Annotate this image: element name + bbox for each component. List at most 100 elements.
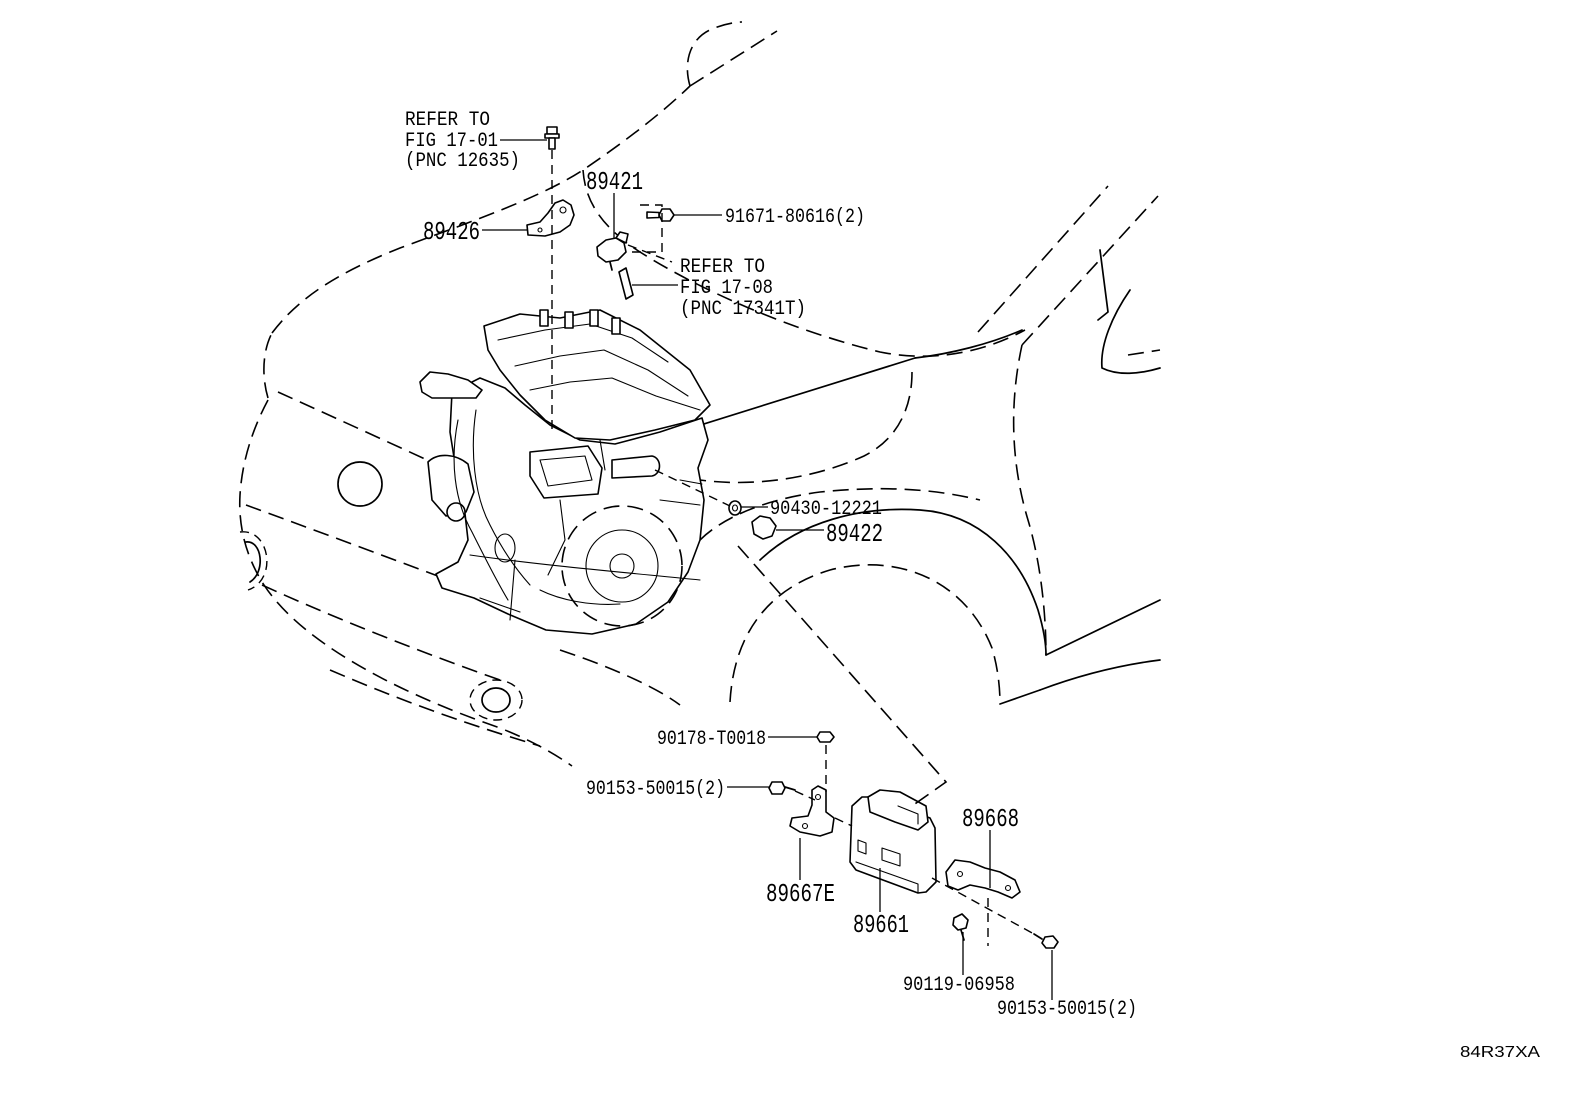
part-89426-bracket — [526, 199, 575, 237]
bolt-head — [658, 208, 675, 222]
timing-cover-edge — [472, 409, 531, 586]
emblem — [337, 461, 383, 507]
bracket-hole — [956, 870, 964, 878]
assembly-line — [794, 790, 816, 801]
callout-90178-t0018[interactable]: 90178-T0018 — [657, 728, 766, 751]
bracket-hole — [537, 227, 543, 233]
wheel-arch-outer — [759, 508, 1047, 656]
hood-left-edge — [263, 332, 273, 399]
throttle-body-bore — [539, 455, 593, 487]
callout-89421[interactable]: 89421 — [586, 167, 643, 197]
engine-detail-line — [547, 499, 566, 576]
ecu-label — [881, 847, 901, 867]
figure-code: 84R37XA — [1460, 1044, 1540, 1061]
callout-89422[interactable]: 89422 — [826, 519, 883, 549]
hood-top-edge — [271, 85, 691, 334]
callout-90430-12221[interactable]: 90430-12221 — [770, 498, 882, 521]
part-90430-12221-gasket — [728, 500, 742, 516]
callout-89668[interactable]: 89668 — [962, 804, 1019, 834]
sensor-connector — [615, 231, 629, 244]
callout-90119-06958[interactable]: 90119-06958 — [903, 974, 1015, 997]
bolt-head — [546, 126, 558, 135]
timing-cover-edge — [453, 419, 509, 601]
callout-90153-50015-left[interactable]: 90153-50015(2) — [586, 778, 725, 801]
gasket-inner — [731, 504, 739, 512]
bracket-body — [526, 199, 575, 237]
ignition-coil — [564, 311, 574, 329]
engine-assembly — [419, 309, 711, 635]
bolt-head — [1041, 935, 1059, 949]
head-cover-ridge — [514, 349, 689, 397]
throttle-body — [529, 445, 603, 499]
engine-detail-line — [659, 499, 701, 506]
flywheel — [585, 529, 659, 603]
bracket-hole — [801, 822, 809, 830]
part-90119-06958-bolt — [952, 913, 969, 941]
coolant-pipe — [611, 455, 661, 479]
fender-inner-line — [699, 371, 913, 484]
reference-line: (PNC 12635) — [405, 150, 520, 173]
bolt-shank — [548, 137, 556, 150]
vehicle-outline — [238, 21, 1161, 767]
reference-line: FIG 17-08 — [680, 277, 773, 300]
bracket-body — [789, 785, 835, 837]
bracket-body — [945, 859, 1021, 899]
crank-pulley — [446, 502, 466, 522]
part-90153-50015-right-bolt — [1033, 933, 1059, 949]
reference-line: REFER TO — [405, 109, 490, 132]
left-fog-lamp-bezel — [239, 531, 268, 591]
bumper-middle-line — [261, 584, 501, 681]
windshield-corner-outline — [686, 21, 743, 87]
left-fog-lamp — [245, 541, 262, 583]
frame-line — [469, 554, 701, 581]
bracket-hole — [559, 206, 567, 214]
ecu-case-edge — [855, 861, 919, 894]
assembly-line — [834, 817, 853, 827]
side-body-line — [1127, 349, 1161, 356]
engine-detail-line — [509, 559, 516, 621]
ecu-mount-tab — [857, 839, 867, 855]
assembly-line — [737, 545, 948, 807]
bolt-shank — [1033, 933, 1043, 940]
windshield-base-line — [582, 169, 1026, 357]
callout-90153-50015-right[interactable]: 90153-50015(2) — [997, 998, 1137, 1021]
bracket-hole — [814, 793, 822, 801]
a-pillar-outline — [689, 30, 778, 87]
part-89668-bracket — [945, 859, 1021, 899]
ecu-connector — [867, 789, 929, 831]
part-callouts: 89421 91671-80616(2) 89426 90430-12221 8… — [423, 167, 1137, 1021]
bolt-washer — [544, 133, 560, 139]
rocker-upper-line — [1045, 599, 1161, 656]
callout-89661[interactable]: 89661 — [853, 910, 909, 940]
callout-89426[interactable]: 89426 — [423, 217, 480, 247]
bumper-lower-line — [329, 669, 541, 747]
grille-upper-edge — [277, 391, 476, 483]
ignition-coil — [589, 309, 599, 327]
part-91671-80616-bolt — [646, 208, 675, 222]
assembly-line — [627, 244, 673, 263]
engine-detail-line — [599, 439, 606, 471]
part-89421-sensor — [596, 231, 629, 271]
reference-hose-17341t — [618, 267, 634, 300]
ignition-coil — [611, 317, 621, 335]
bolt-head — [768, 781, 786, 795]
oil-pan-edge — [479, 597, 521, 613]
right-a-pillar-inner — [1021, 195, 1159, 346]
ignition-coil — [539, 309, 549, 327]
parts — [526, 126, 1059, 949]
engine-hanger-bracket — [419, 371, 483, 399]
engine-detail-line — [539, 589, 621, 605]
rocker-lower-line — [1039, 659, 1161, 691]
side-window-edge — [1097, 249, 1109, 321]
right-fog-lamp-bezel — [469, 679, 523, 721]
cylinder-head-cover — [483, 309, 711, 441]
assembly-lines — [551, 150, 1035, 946]
wheel-arch-inner — [729, 564, 1001, 705]
callout-91671-80616[interactable]: 91671-80616(2) — [725, 206, 865, 229]
callout-89667e[interactable]: 89667E — [766, 879, 835, 909]
reference-line: REFER TO — [680, 256, 765, 279]
grille-lower-edge — [245, 504, 471, 589]
front-bumper-outline — [238, 399, 573, 767]
part-89661-ecu — [849, 789, 937, 894]
